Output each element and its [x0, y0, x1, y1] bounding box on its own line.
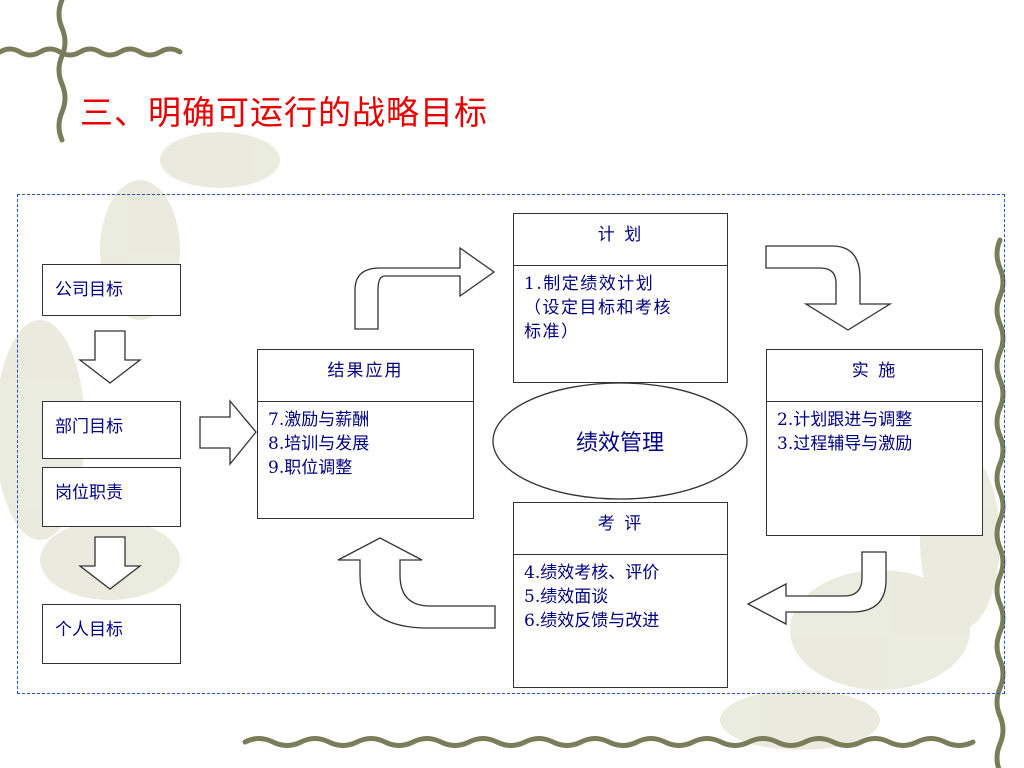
individual-goal-label: 个人目标: [55, 620, 123, 640]
department-goal-box: 部门目标: [42, 401, 181, 459]
right-arrow-to-apply: [199, 399, 257, 466]
company-goal-label: 公司目标: [55, 280, 123, 300]
evaluate-item: 4.绩效考核、评价: [524, 563, 660, 583]
curved-arrow-apply-to-plan: [354, 246, 496, 330]
evaluate-header: 考 评: [514, 503, 727, 555]
plan-item: （设定目标和考核: [524, 298, 672, 318]
plan-item: 1.制定绩效计划: [524, 274, 655, 294]
company-goal-box: 公司目标: [42, 264, 181, 316]
plan-box: 计 划 1.制定绩效计划 （设定目标和考核 标准）: [513, 213, 728, 383]
curved-arrow-plan-to-execute: [765, 245, 893, 331]
plan-item: 标准）: [524, 322, 580, 342]
apply-item: 8.培训与发展: [268, 434, 370, 454]
curved-arrow-execute-to-evaluate: [746, 551, 887, 626]
apply-header: 结果应用: [258, 350, 473, 402]
evaluate-item: 5.绩效面谈: [524, 587, 609, 607]
plan-header: 计 划: [514, 214, 727, 266]
vine-top-left: [0, 0, 183, 143]
diagram-frame: [17, 194, 1005, 694]
center-ellipse: [492, 382, 748, 500]
apply-item: 7.激励与薪酬: [268, 410, 370, 430]
down-arrow-2: [78, 536, 142, 590]
position-duty-label: 岗位职责: [55, 483, 123, 503]
down-arrow-1: [78, 330, 142, 384]
apply-box: 结果应用 7.激励与薪酬 8.培训与发展 9.职位调整: [257, 349, 474, 519]
individual-goal-box: 个人目标: [42, 604, 181, 664]
department-goal-label: 部门目标: [55, 417, 123, 437]
curved-arrow-evaluate-to-apply: [337, 537, 496, 629]
execute-item: 2.计划跟进与调整: [777, 410, 913, 430]
execute-item: 3.过程辅导与激励: [777, 434, 913, 454]
execute-header: 实 施: [767, 350, 982, 402]
position-duty-box: 岗位职责: [42, 467, 181, 527]
vine-right: [994, 237, 1006, 768]
evaluate-box: 考 评 4.绩效考核、评价 5.绩效面谈 6.绩效反馈与改进: [513, 502, 728, 688]
execute-box: 实 施 2.计划跟进与调整 3.过程辅导与激励: [766, 349, 983, 536]
vine-bottom: [242, 736, 976, 748]
evaluate-item: 6.绩效反馈与改进: [524, 611, 660, 631]
slide-title: 三、明确可运行的战略目标: [80, 93, 488, 132]
apply-item: 9.职位调整: [268, 458, 353, 478]
